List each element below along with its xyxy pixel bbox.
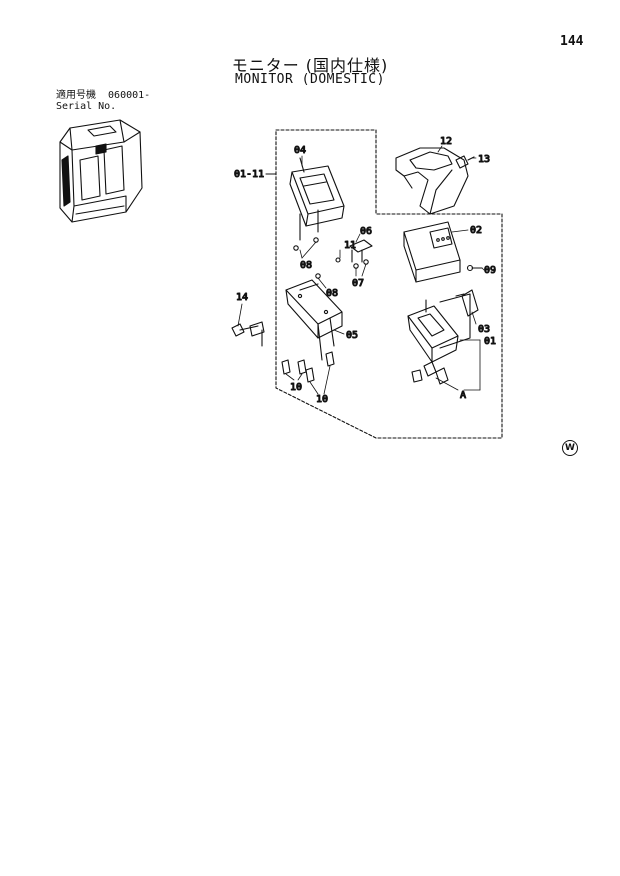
assembly-boundary: [275, 129, 503, 439]
callout-08-upper: 08: [300, 260, 312, 271]
part-03-plate: [455, 289, 479, 317]
page-number: 144: [560, 34, 584, 49]
callout-11: 11: [344, 240, 356, 251]
serial-line-jp: 適用号機 060001-: [56, 90, 151, 101]
callout-13: 13: [478, 154, 490, 165]
callout-10-left: 10: [290, 382, 302, 393]
title-english: MONITOR (DOMESTIC): [235, 72, 385, 87]
serial-line-en: Serial No.: [56, 101, 117, 112]
leader-lines: [237, 145, 485, 395]
callout-06: 06: [360, 226, 372, 237]
part-14-lever: [231, 321, 265, 347]
part-10-screws: [281, 351, 335, 383]
callout-02: 02: [470, 225, 482, 236]
callout-a: A: [460, 390, 466, 401]
part-05-bracket: [285, 279, 343, 361]
part-08-fasteners: [293, 237, 369, 279]
callout-01: 01: [484, 336, 496, 347]
callout-07: 07: [352, 278, 364, 289]
part-01-controller: [407, 293, 471, 385]
callout-01-11: 01-11: [234, 169, 264, 180]
part-13-screw: [455, 155, 475, 169]
part-09-screw: [466, 264, 483, 272]
part-02-display: [403, 221, 461, 283]
callout-05: 05: [346, 330, 358, 341]
watermark-stamp: W: [562, 440, 578, 456]
serial-range: 適用号機 060001- Serial No.: [56, 90, 150, 112]
part-12-cover: [395, 147, 469, 215]
callout-09: 09: [484, 265, 496, 276]
callout-12: 12: [440, 136, 452, 147]
cab-thumbnail: [59, 119, 143, 223]
callout-04: 04: [294, 145, 306, 156]
part-04-housing: [289, 157, 345, 241]
callout-10-right: 10: [316, 394, 328, 405]
callout-08-lower: 08: [326, 288, 338, 299]
part-06-connector: [335, 239, 373, 263]
callout-14: 14: [236, 292, 248, 303]
callout-03: 03: [478, 324, 490, 335]
title-japanese: モニター (国内仕様): [231, 56, 389, 75]
